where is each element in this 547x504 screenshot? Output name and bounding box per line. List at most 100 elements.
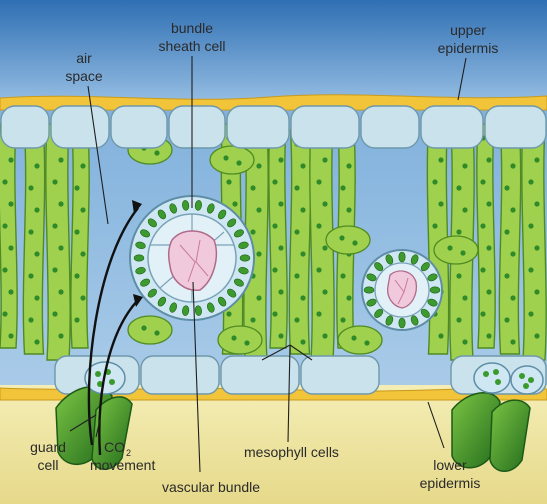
chloroplast xyxy=(74,185,79,190)
chloroplast xyxy=(300,251,305,256)
chloroplast xyxy=(74,317,79,322)
chloroplast xyxy=(510,207,515,212)
chloroplast xyxy=(278,201,283,206)
sheath-chloroplast xyxy=(399,318,405,328)
chloroplast xyxy=(256,207,261,212)
chloroplast xyxy=(510,251,515,256)
chloroplast xyxy=(322,245,327,250)
chloroplast xyxy=(534,245,539,250)
chloroplast xyxy=(462,207,467,212)
chloroplast xyxy=(58,157,63,162)
chloroplast xyxy=(504,185,509,190)
label-lower-epidermis-line1: lower xyxy=(433,457,467,473)
mesophyll-cell xyxy=(23,130,44,354)
chloroplast xyxy=(8,289,13,294)
mesophyll-cell xyxy=(434,236,478,264)
chloroplast xyxy=(316,311,321,316)
chloroplast xyxy=(438,201,443,206)
upper-epidermis-cell xyxy=(421,106,483,148)
chloroplast xyxy=(456,273,461,278)
chloroplast xyxy=(74,229,79,234)
xylem-phloem-large xyxy=(169,231,217,290)
label-upper-epidermis-line2: epidermis xyxy=(438,40,499,56)
chloroplast xyxy=(8,201,13,206)
chloroplast xyxy=(278,245,283,250)
chloroplast xyxy=(256,295,261,300)
chloroplast xyxy=(58,201,63,206)
chloroplast xyxy=(52,267,57,272)
chloroplast xyxy=(294,185,299,190)
chloroplast xyxy=(2,223,7,228)
chloroplast xyxy=(480,311,485,316)
chloroplast xyxy=(34,163,39,168)
label-mesophyll-cells: mesophyll cells xyxy=(244,444,339,460)
chloroplast xyxy=(278,157,283,162)
label-vascular-bundle: vascular bundle xyxy=(162,479,260,495)
mesophyll-cell xyxy=(71,130,89,348)
chloroplast xyxy=(2,179,7,184)
chloroplast xyxy=(58,289,63,294)
chloroplast xyxy=(300,207,305,212)
chloroplast xyxy=(294,229,299,234)
chloroplast xyxy=(256,251,261,256)
chloroplast xyxy=(528,179,533,184)
chloroplast xyxy=(2,267,7,272)
sheath-chloroplast xyxy=(430,287,440,293)
upper-epidermis-cell xyxy=(227,106,289,148)
chloroplast xyxy=(432,179,437,184)
chloroplast xyxy=(456,185,461,190)
chloroplast xyxy=(8,333,13,338)
chloroplast xyxy=(294,317,299,322)
chloroplast xyxy=(80,163,85,168)
chloroplast xyxy=(322,289,327,294)
chloroplast xyxy=(534,289,539,294)
chloroplast xyxy=(534,201,539,206)
chloroplast xyxy=(300,163,305,168)
chloroplast xyxy=(528,223,533,228)
chloroplast xyxy=(432,223,437,228)
label-co2: CO xyxy=(104,439,125,455)
chloroplast xyxy=(250,229,255,234)
chloroplast xyxy=(250,185,255,190)
chloroplast xyxy=(256,163,261,168)
chloroplast xyxy=(316,179,321,184)
chloroplast xyxy=(272,267,277,272)
lower-epidermis-cell xyxy=(301,356,379,394)
chloroplast xyxy=(316,267,321,272)
chloroplast xyxy=(52,311,57,316)
chloroplast xyxy=(52,223,57,228)
chloroplast xyxy=(510,295,515,300)
chloroplast xyxy=(28,317,33,322)
sheath-chloroplast xyxy=(399,252,405,262)
chloroplast xyxy=(504,273,509,278)
label-bundle-sheath-line2: sheath cell xyxy=(159,38,226,54)
label-air-space-line1: air xyxy=(76,50,92,66)
chloroplast xyxy=(534,157,539,162)
chloroplast xyxy=(272,223,277,228)
sheath-chloroplast xyxy=(364,287,374,293)
chloroplast xyxy=(480,267,485,272)
chloroplast xyxy=(294,273,299,278)
chloroplast xyxy=(510,163,515,168)
chloroplast xyxy=(80,207,85,212)
label-bundle-sheath-line1: bundle xyxy=(171,20,213,36)
chloroplast xyxy=(300,339,305,344)
upper-epidermis-cell xyxy=(1,106,49,148)
chloroplast xyxy=(486,157,491,162)
chloroplast xyxy=(340,317,345,322)
sheath-chloroplast xyxy=(134,255,144,261)
lower-epidermis-cell xyxy=(141,356,219,394)
mesophyll-cell xyxy=(218,326,262,354)
mesophyll-cell xyxy=(128,316,172,344)
chloroplast xyxy=(528,311,533,316)
chloroplast xyxy=(226,179,231,184)
chloroplast xyxy=(504,229,509,234)
upper-epidermis-cell xyxy=(111,106,167,148)
chloroplast xyxy=(34,207,39,212)
chloroplast xyxy=(322,201,327,206)
chloroplast xyxy=(8,245,13,250)
chloroplast xyxy=(250,317,255,322)
chloroplast xyxy=(480,223,485,228)
chloroplast xyxy=(480,179,485,184)
label-guard-cell-line2: cell xyxy=(37,457,58,473)
